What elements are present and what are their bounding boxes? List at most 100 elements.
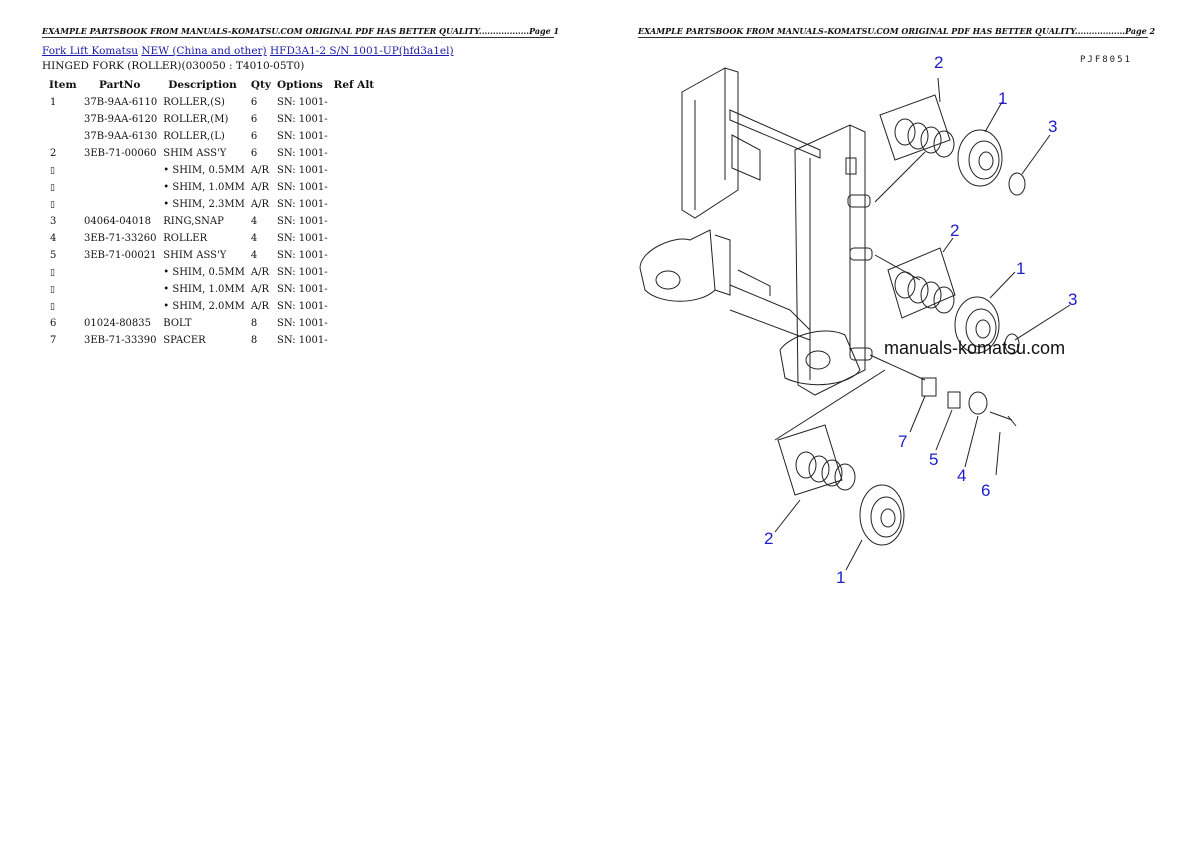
table-row: ▯ • SHIM, 2.0MM A/R SN: 1001-	[44, 298, 377, 315]
item-cell: 6	[50, 318, 57, 329]
description-cell: SPACER	[163, 335, 206, 346]
partno-cell	[81, 162, 160, 179]
partno-cell: 37B-9AA-6130	[84, 131, 158, 142]
lower-right-bracket	[779, 330, 861, 386]
col-item-header: Item	[49, 78, 77, 91]
options-cell: SN: 1001-	[276, 284, 328, 295]
callout-1-upper: 1	[998, 89, 1007, 108]
col-description-header: Description	[168, 78, 237, 91]
description-cell: SHIM ASS'Y	[163, 250, 227, 261]
qty-cell: 4	[250, 233, 258, 244]
breadcrumb: Fork Lift Komatsu NEW (China and other) …	[42, 45, 454, 57]
missing-glyph-icon: ▯	[50, 268, 55, 278]
missing-glyph-icon: ▯	[50, 302, 55, 312]
qty-cell: 6	[250, 131, 258, 142]
refalt-cell	[331, 111, 378, 128]
partno-cell: 3EB-71-33260	[84, 233, 157, 244]
callout-2-upper: 2	[934, 53, 943, 72]
snap-ring-upper	[1008, 172, 1026, 196]
refalt-cell	[331, 179, 378, 196]
partno-cell: 04064-04018	[84, 216, 152, 227]
qty-cell: 8	[250, 335, 258, 346]
breadcrumb-link-model[interactable]: HFD3A1-2 S/N 1001-UP(hfd3a1el)	[270, 45, 454, 57]
refalt-cell	[331, 196, 378, 213]
item-cell: ▯	[44, 281, 81, 298]
breadcrumb-link-forklift[interactable]: Fork Lift Komatsu	[42, 45, 138, 57]
description-cell: ROLLER,(S)	[163, 97, 225, 108]
missing-glyph-icon: ▯	[50, 200, 55, 210]
breadcrumb-link-region[interactable]: NEW (China and other)	[141, 45, 267, 57]
partno-cell: 37B-9AA-6120	[84, 114, 158, 125]
description-cell: ROLLER,(M)	[163, 114, 229, 125]
bolt-part	[989, 411, 1017, 427]
description-cell: ROLLER	[163, 233, 208, 244]
table-row: 5 3EB-71-00021 SHIM ASS'Y 4 SN: 1001-	[44, 247, 377, 264]
shim-small-part	[947, 391, 961, 409]
small-roller-part	[968, 391, 988, 415]
shim-set-middle	[887, 247, 956, 319]
qty-cell: A/R	[250, 284, 269, 295]
item-cell: ▯	[44, 298, 81, 315]
refalt-cell	[331, 298, 378, 315]
partno-cell: 01024-80835	[84, 318, 152, 329]
qty-cell: A/R	[250, 165, 269, 176]
snap-ring-middle	[1004, 333, 1020, 355]
qty-cell: A/R	[250, 301, 269, 312]
callout-4: 4	[957, 466, 966, 485]
description-cell: • SHIM, 1.0MM	[163, 182, 245, 193]
qty-cell: 6	[250, 97, 258, 108]
refalt-cell	[331, 247, 378, 264]
options-cell: SN: 1001-	[276, 199, 328, 210]
description-cell: • SHIM, 2.0MM	[163, 301, 245, 312]
col-qty-header: Qty	[250, 78, 271, 91]
options-cell: SN: 1001-	[276, 216, 328, 227]
partno-cell: 3EB-71-00021	[84, 250, 157, 261]
callout-1-middle: 1	[1016, 259, 1025, 278]
item-cell: 7	[50, 335, 57, 346]
qty-cell: A/R	[250, 199, 269, 210]
qty-cell: 4	[250, 250, 258, 261]
description-cell: ROLLER,(L)	[163, 131, 225, 142]
refalt-cell	[331, 128, 378, 145]
partno-cell	[81, 196, 160, 213]
refalt-cell	[331, 332, 378, 349]
missing-glyph-icon: ▯	[50, 285, 55, 295]
item-cell: ▯	[44, 179, 81, 196]
item-cell: 4	[50, 233, 57, 244]
missing-glyph-icon: ▯	[50, 166, 55, 176]
callout-7: 7	[898, 432, 907, 451]
roller-upper	[957, 129, 1003, 187]
exploded-parts-diagram: 1 2 3 1 2 3 7 5 4 6 2 1 PJF8051 manuals-…	[639, 53, 1130, 587]
options-cell: SN: 1001-	[276, 148, 328, 159]
refalt-cell	[331, 162, 378, 179]
col-refalt-header: Ref Alt	[333, 78, 375, 91]
callout-1-lower: 1	[836, 568, 845, 587]
callout-3-middle: 3	[1068, 290, 1077, 309]
options-cell: SN: 1001-	[276, 301, 328, 312]
item-cell: 2	[50, 148, 57, 159]
partno-cell	[81, 264, 160, 281]
parts-table-header: Item PartNo Description Qty Options Ref …	[44, 76, 377, 94]
watermark: manuals-komatsu.com	[884, 338, 1065, 358]
options-cell: SN: 1001-	[276, 182, 328, 193]
item-cell: 3	[50, 216, 57, 227]
refalt-cell	[331, 264, 378, 281]
options-cell: SN: 1001-	[276, 250, 328, 261]
description-cell: • SHIM, 0.5MM	[163, 267, 245, 278]
options-cell: SN: 1001-	[276, 165, 328, 176]
refalt-cell	[331, 94, 378, 111]
callout-5: 5	[929, 450, 938, 469]
callout-3-upper: 3	[1048, 117, 1057, 136]
item-cell: 5	[50, 250, 57, 261]
refalt-cell	[331, 315, 378, 332]
